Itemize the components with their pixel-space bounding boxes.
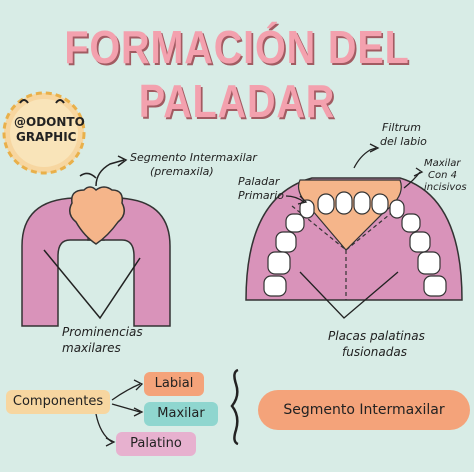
component-maxilar: Maxilar <box>144 402 218 426</box>
palate-arch-drawing <box>245 143 463 319</box>
label-incisivos: incisivos <box>424 182 467 193</box>
label-prominencias: Prominencias <box>62 325 143 339</box>
label-filtrum: Filtrum <box>382 121 421 134</box>
component-palatino: Palatino <box>116 432 196 456</box>
label-segmento-intermaxilar: Segmento Intermaxilar <box>130 151 257 164</box>
label-paladar: Paladar <box>238 175 280 188</box>
result-segmento-intermaxilar: Segmento Intermaxilar <box>258 390 470 430</box>
logo-text-line1: @ODONTO <box>14 115 85 129</box>
component-labial: Labial <box>144 372 204 396</box>
logo-text-line2: GRAPHIC <box>16 130 77 144</box>
logo-badge <box>2 91 86 175</box>
component-arrows <box>95 368 239 447</box>
page-title: FORMACIÓN DEL PALADAR <box>64 21 410 127</box>
label-fusionadas: fusionadas <box>342 345 407 359</box>
maxillary-prominences-drawing <box>21 155 171 327</box>
label-premaxila: (premaxila) <box>150 165 214 178</box>
label-primario: Primario <box>238 189 284 202</box>
label-con-4: Con 4 <box>428 170 457 181</box>
componentes-box: Componentes <box>6 390 110 414</box>
label-maxilares: maxilares <box>62 341 121 355</box>
label-placas: Placas palatinas <box>328 329 425 343</box>
label-del-labio: del labio <box>380 135 427 148</box>
label-maxilar-4: Maxilar <box>424 158 461 169</box>
